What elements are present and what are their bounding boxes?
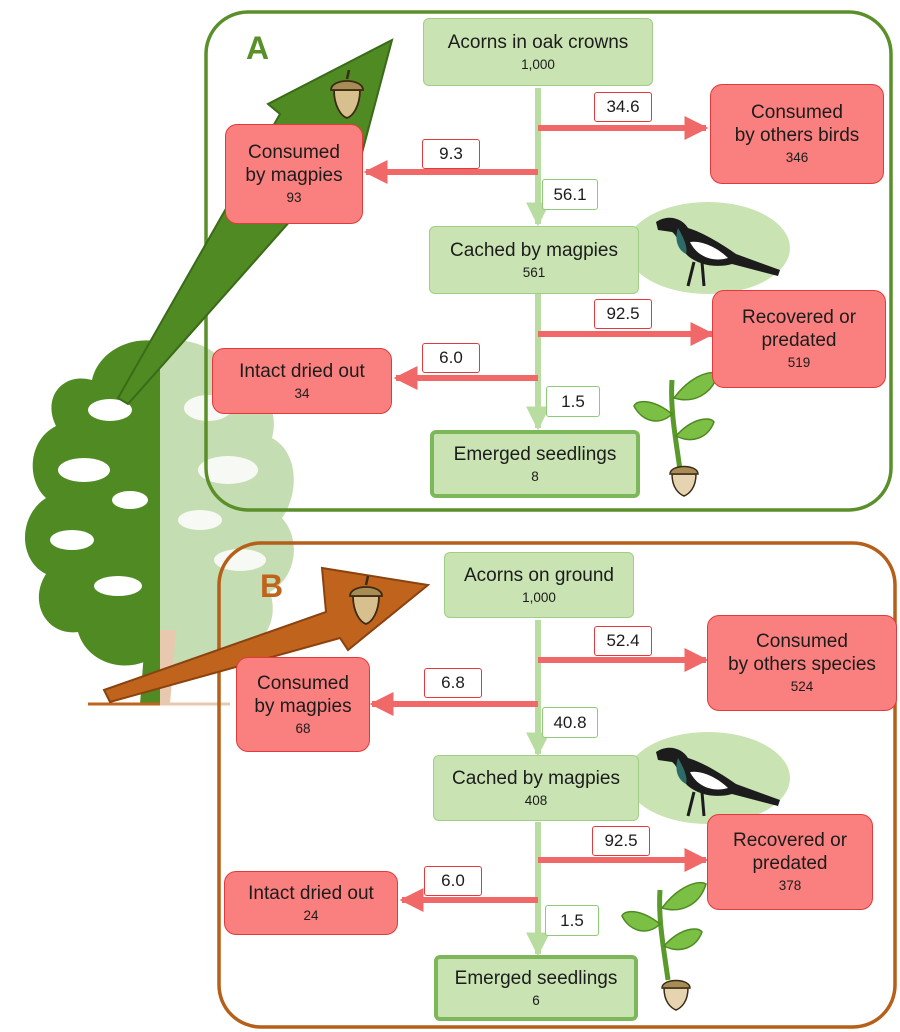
- consumed-magpies-title-line1: Consumed: [257, 672, 349, 694]
- dried-out-title: Intact dried out: [248, 882, 374, 904]
- source-box: Acorns on ground 1,000: [444, 552, 634, 618]
- consumed-magpies-pct: 6.8: [424, 668, 482, 698]
- cached-value: 408: [524, 792, 548, 808]
- seedlings-box: Emerged seedlings 8: [430, 430, 640, 498]
- dried-out-pct: 6.0: [422, 343, 480, 373]
- cached-box: Cached by magpies 561: [429, 226, 639, 294]
- seedlings-value: 8: [531, 468, 539, 484]
- source-title: Acorns in oak crowns: [447, 31, 629, 53]
- dried-out-pct: 6.0: [424, 866, 482, 896]
- recovered-value: 378: [778, 878, 802, 894]
- acorn-icon: [349, 575, 383, 625]
- oak-tree-icon: [25, 340, 294, 706]
- source-title: Acorns on ground: [464, 564, 614, 586]
- consumed-magpies-title-line1: Consumed: [248, 142, 340, 164]
- seedlings-box: Emerged seedlings 6: [434, 955, 638, 1021]
- consumed-others-value: 524: [790, 679, 814, 695]
- recovered-pct: 92.5: [592, 826, 650, 856]
- ground-pointer-arrow: [102, 566, 431, 704]
- dried-out-box: Intact dried out 34: [212, 348, 392, 414]
- magpie-icon: [626, 732, 790, 824]
- recovered-title-line2: predated: [761, 330, 837, 352]
- recovered-box: Recovered or predated 378: [707, 814, 873, 910]
- source-value: 1,000: [522, 589, 556, 605]
- seedling-icon: [621, 881, 707, 1011]
- consumed-others-title-line2: by others species: [728, 654, 876, 676]
- panel-letter-a: A: [246, 30, 270, 66]
- recovered-title-line2: predated: [752, 853, 828, 875]
- dried-out-title: Intact dried out: [239, 360, 365, 382]
- consumed-others-title-line2: by others birds: [734, 125, 860, 147]
- consumed-magpies-box: Consumed by magpies 68: [236, 657, 370, 752]
- magpie-icon: [626, 202, 790, 294]
- cached-title: Cached by magpies: [452, 767, 620, 789]
- panel-letter-b: B: [260, 568, 284, 604]
- seedling-icon: [633, 371, 719, 497]
- seedlings-value: 6: [532, 992, 540, 1008]
- consumed-others-pct: 34.6: [594, 92, 652, 122]
- recovered-box: Recovered or predated 519: [712, 290, 886, 388]
- recovered-title-line1: Recovered or: [732, 830, 848, 852]
- seedlings-title: Emerged seedlings: [453, 443, 617, 465]
- cached-pct: 40.8: [542, 707, 598, 738]
- cached-title: Cached by magpies: [450, 239, 618, 261]
- seedlings-title: Emerged seedlings: [454, 967, 618, 989]
- recovered-value: 519: [787, 355, 811, 371]
- consumed-magpies-value: 93: [286, 190, 302, 206]
- acorn-icon: [330, 69, 364, 119]
- consumed-others-title-line1: Consumed: [756, 631, 848, 653]
- seedlings-pct: 1.5: [545, 905, 599, 936]
- dried-out-value: 24: [303, 907, 319, 923]
- recovered-title-line1: Recovered or: [741, 307, 857, 329]
- consumed-magpies-title-line2: by magpies: [245, 165, 343, 187]
- consumed-others-title-line1: Consumed: [751, 102, 843, 124]
- consumed-magpies-title-line2: by magpies: [254, 695, 352, 717]
- seedlings-pct: 1.5: [546, 386, 600, 417]
- consumed-magpies-value: 68: [295, 720, 311, 736]
- cached-pct: 56.1: [542, 179, 598, 210]
- dried-out-box: Intact dried out 24: [224, 871, 398, 935]
- consumed-others-pct: 52.4: [594, 626, 652, 656]
- panel-a-flows: [363, 88, 715, 431]
- recovered-pct: 92.5: [594, 299, 652, 329]
- consumed-others-box: Consumed by others species 524: [707, 615, 897, 711]
- source-box: Acorns in oak crowns 1,000: [423, 18, 653, 86]
- dried-out-value: 34: [294, 385, 310, 401]
- consumed-magpies-pct: 9.3: [422, 139, 480, 169]
- cached-value: 561: [522, 264, 546, 280]
- panel-b-frame: [217, 541, 897, 1029]
- consumed-others-value: 346: [785, 150, 809, 166]
- panel-b-flows: [369, 620, 709, 957]
- consumed-magpies-box: Consumed by magpies 93: [225, 124, 363, 224]
- consumed-others-box: Consumed by others birds 346: [710, 84, 884, 184]
- cached-box: Cached by magpies 408: [433, 755, 639, 821]
- source-value: 1,000: [521, 56, 555, 72]
